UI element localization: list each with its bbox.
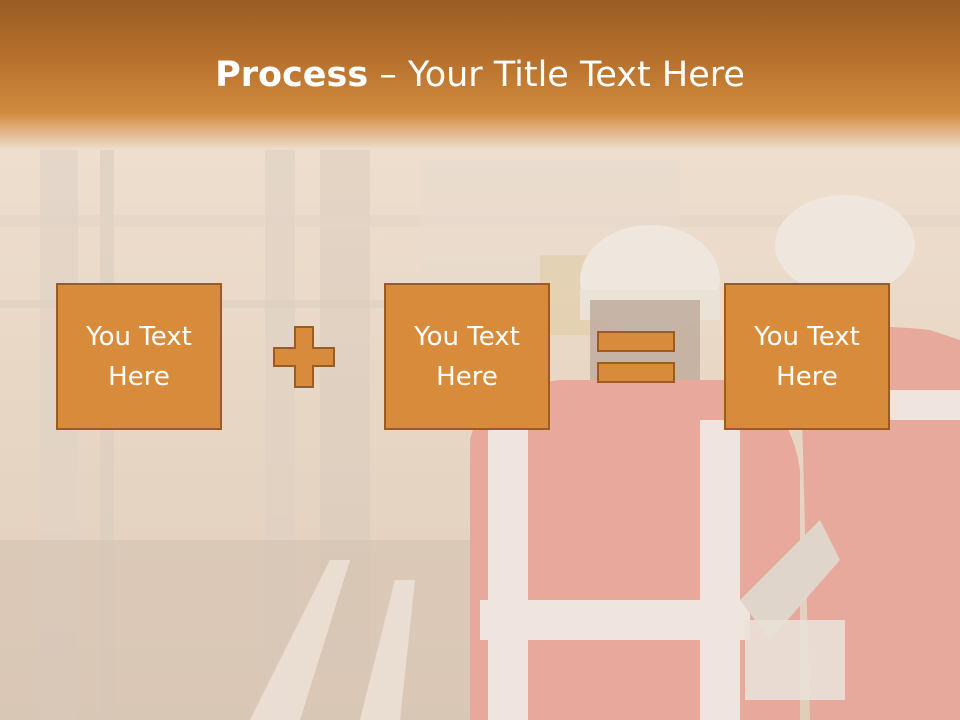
process-box-2-text: You Text Here <box>414 321 520 392</box>
process-box-3[interactable]: You Text Here <box>724 283 890 430</box>
equals-icon <box>597 331 675 383</box>
title-rest: Your Title Text Here <box>407 55 745 95</box>
process-box-2[interactable]: You Text Here <box>384 283 550 430</box>
plus-icon <box>273 326 335 388</box>
title-bar <box>0 0 960 150</box>
title-bold: Process <box>215 55 369 95</box>
title-dash: – <box>379 55 397 95</box>
slide-title: Process – Your Title Text Here <box>0 50 960 100</box>
process-box-1[interactable]: You Text Here <box>56 283 222 430</box>
process-box-3-text: You Text Here <box>754 321 860 392</box>
process-box-1-text: You Text Here <box>86 321 192 392</box>
